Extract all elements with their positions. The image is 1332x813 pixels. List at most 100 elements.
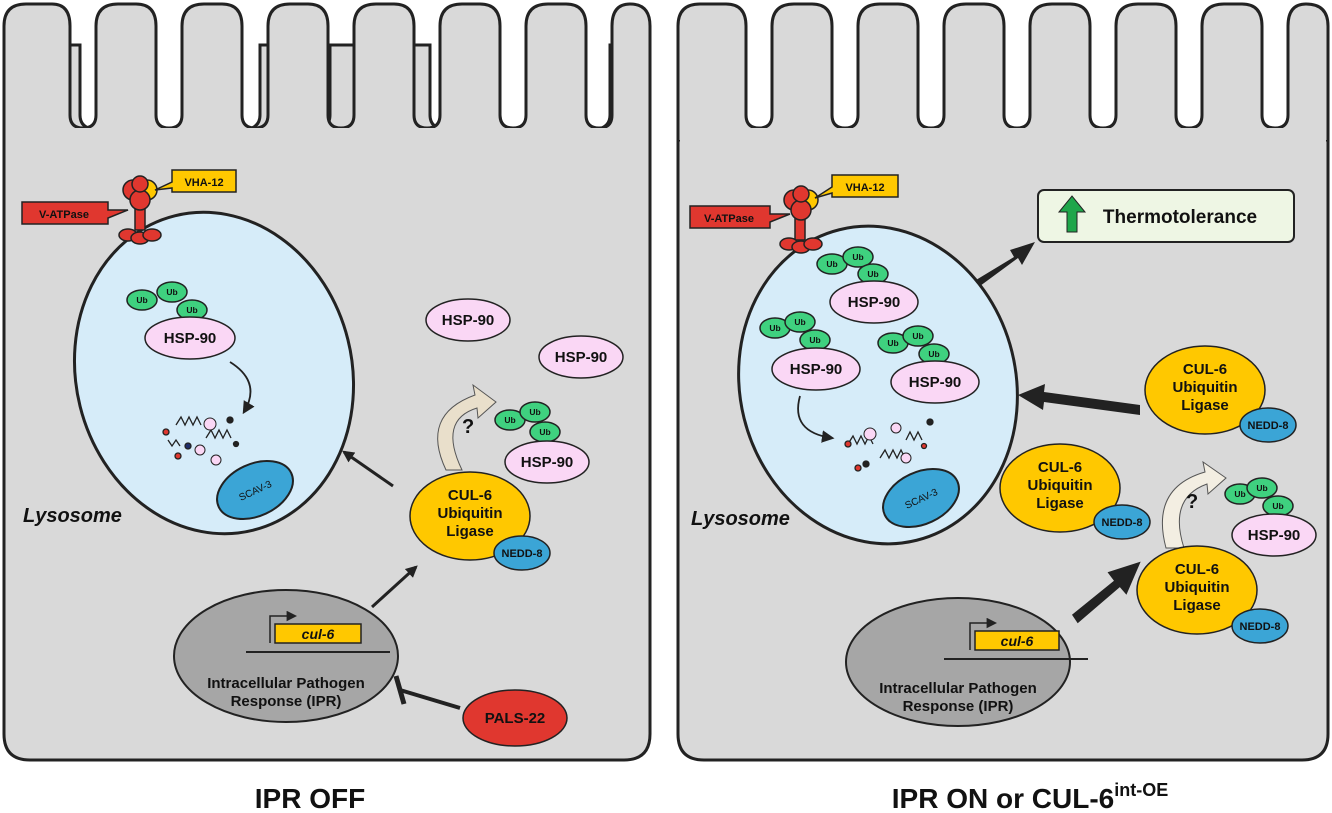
right-nedd8-2 <box>1093 504 1151 540</box>
right-gene-label: cul-6 <box>1001 633 1034 649</box>
right-vha12-label: VHA-12 <box>845 182 884 194</box>
right-v-atpase-label: V-ATPase <box>704 213 754 225</box>
left-nedd8 <box>493 535 551 571</box>
left-gene: cul-6 <box>246 610 390 653</box>
right-lysosome-label: Lysosome <box>691 508 790 530</box>
left-hsp90-lyso <box>144 316 236 360</box>
left-degrade-arrow <box>229 361 255 415</box>
right-ipr-line1: Intracellular Pathogen <box>879 680 1037 697</box>
left-villi <box>2 2 652 140</box>
svg-text:Ub: Ub <box>912 331 923 341</box>
svg-text:Ub: Ub <box>852 252 863 262</box>
left-pals22 <box>462 689 568 747</box>
right-nedd8-1 <box>1239 407 1297 443</box>
right-fragments <box>844 418 934 472</box>
right-cul6-1-line3: Ligase <box>1181 397 1229 414</box>
right-cul6-1-line2: Ubiquitin <box>1173 379 1238 396</box>
right-hsp90-4 <box>1231 513 1317 557</box>
right-vha12-callout: VHA-12 <box>814 174 899 199</box>
left-cul6-line3: Ligase <box>446 523 494 540</box>
left-hsp90-free-2 <box>538 335 624 379</box>
right-nedd8-1-label: NEDD-8 <box>1248 420 1289 432</box>
left-v-atpase <box>118 175 162 245</box>
left-fragments <box>162 415 240 466</box>
right-nucleus <box>845 597 1071 727</box>
left-hsp90-free-1-label: HSP-90 <box>442 312 495 329</box>
right-hsp90-3 <box>890 360 980 404</box>
right-nedd8-2-label: NEDD-8 <box>1102 517 1143 529</box>
left-vha12-callout: VHA-12 <box>154 169 237 193</box>
left-cul6-line2: Ubiquitin <box>438 505 503 522</box>
right-panel: Lysosome SCAV-3 V-ATPase VHA-12 Ub <box>676 2 1330 813</box>
left-inhibition-bar <box>393 675 407 705</box>
right-hsp90-1 <box>829 280 919 324</box>
right-ub-chain-2: Ub Ub Ub <box>759 311 831 351</box>
right-hsp90-3-label: HSP-90 <box>909 374 962 391</box>
right-hsp90-4-label: HSP-90 <box>1248 527 1301 544</box>
right-gene: cul-6 <box>944 617 1088 660</box>
right-cul6-1 <box>1144 345 1266 435</box>
right-cul6-3-line1: CUL-6 <box>1175 561 1219 578</box>
svg-text:Ub: Ub <box>529 407 540 417</box>
right-cul6-2 <box>999 443 1121 533</box>
left-ub-chain-lyso: Ub Ub Ub <box>126 281 208 321</box>
right-arrow-to-lysosome <box>1018 384 1140 415</box>
left-v-atpase-label: V-ATPase <box>39 209 89 221</box>
svg-text:Ub: Ub <box>1256 483 1267 493</box>
right-cul6-3-line2: Ubiquitin <box>1165 579 1230 596</box>
left-v-atpase-callout: V-ATPase <box>21 201 129 225</box>
right-ub-chain-4: Ub Ub Ub <box>1224 477 1294 517</box>
left-ipr-line1: Intracellular Pathogen <box>207 675 365 692</box>
right-thermotolerance-label: Thermotolerance <box>1103 207 1257 228</box>
right-ub-chain-3: Ub Ub Ub <box>877 325 950 365</box>
svg-text:Ub: Ub <box>887 338 898 348</box>
right-arrow-to-thermo <box>976 242 1035 286</box>
right-lysosome <box>737 224 1019 546</box>
left-caption: IPR OFF <box>255 783 365 813</box>
left-gene-label: cul-6 <box>302 626 335 642</box>
right-caption: IPR ON or CUL-6int-OE <box>892 780 1168 813</box>
svg-text:Ub: Ub <box>794 317 805 327</box>
svg-text:Ub: Ub <box>809 335 820 345</box>
right-cul6-3-line3: Ligase <box>1173 597 1221 614</box>
right-cul6-2-line1: CUL-6 <box>1038 459 1082 476</box>
right-curved-arrow <box>1162 460 1227 549</box>
right-cul6-2-line3: Ligase <box>1036 495 1084 512</box>
svg-text:Ub: Ub <box>166 287 177 297</box>
svg-text:Ub: Ub <box>1234 489 1245 499</box>
left-hsp90-free-1 <box>425 298 511 342</box>
svg-text:Ub: Ub <box>504 415 515 425</box>
left-nucleus <box>173 589 399 723</box>
right-scav3 <box>882 467 960 529</box>
left-nedd8-label: NEDD-8 <box>502 548 543 560</box>
right-v-atpase-callout: V-ATPase <box>689 205 791 229</box>
right-degrade-arrow <box>797 395 835 443</box>
right-nedd8-3-label: NEDD-8 <box>1240 621 1281 633</box>
right-v-atpase <box>779 185 823 254</box>
left-hsp90-bound <box>504 440 590 484</box>
left-cul6-line1: CUL-6 <box>448 487 492 504</box>
left-inhibition-line <box>399 688 461 710</box>
left-ipr-line2: Response (IPR) <box>231 693 342 710</box>
right-thermotolerance-box: Thermotolerance <box>1037 189 1295 243</box>
svg-text:Ub: Ub <box>867 269 878 279</box>
left-hsp90-free-2-label: HSP-90 <box>555 349 608 366</box>
right-nedd8-3 <box>1231 608 1289 644</box>
left-arrow-to-ligase <box>370 565 418 609</box>
right-hsp90-1-label: HSP-90 <box>848 294 901 311</box>
right-villi <box>676 2 1330 140</box>
right-question-mark: ? <box>1186 491 1198 513</box>
right-arrow-nucleus-to-ligase <box>1071 561 1141 624</box>
right-hsp90-2-label: HSP-90 <box>790 361 843 378</box>
svg-text:Ub: Ub <box>1272 501 1283 511</box>
left-scav3 <box>216 459 294 521</box>
right-cul6-2-line2: Ubiquitin <box>1028 477 1093 494</box>
svg-text:Ub: Ub <box>826 259 837 269</box>
svg-text:Ub: Ub <box>136 295 147 305</box>
left-vha12-label: VHA-12 <box>184 177 223 189</box>
right-ub-chain-1: Ub Ub Ub <box>816 246 889 285</box>
left-arrow-to-lysosome <box>342 450 394 488</box>
right-cul6-1-line1: CUL-6 <box>1183 361 1227 378</box>
svg-text:Ub: Ub <box>539 427 550 437</box>
